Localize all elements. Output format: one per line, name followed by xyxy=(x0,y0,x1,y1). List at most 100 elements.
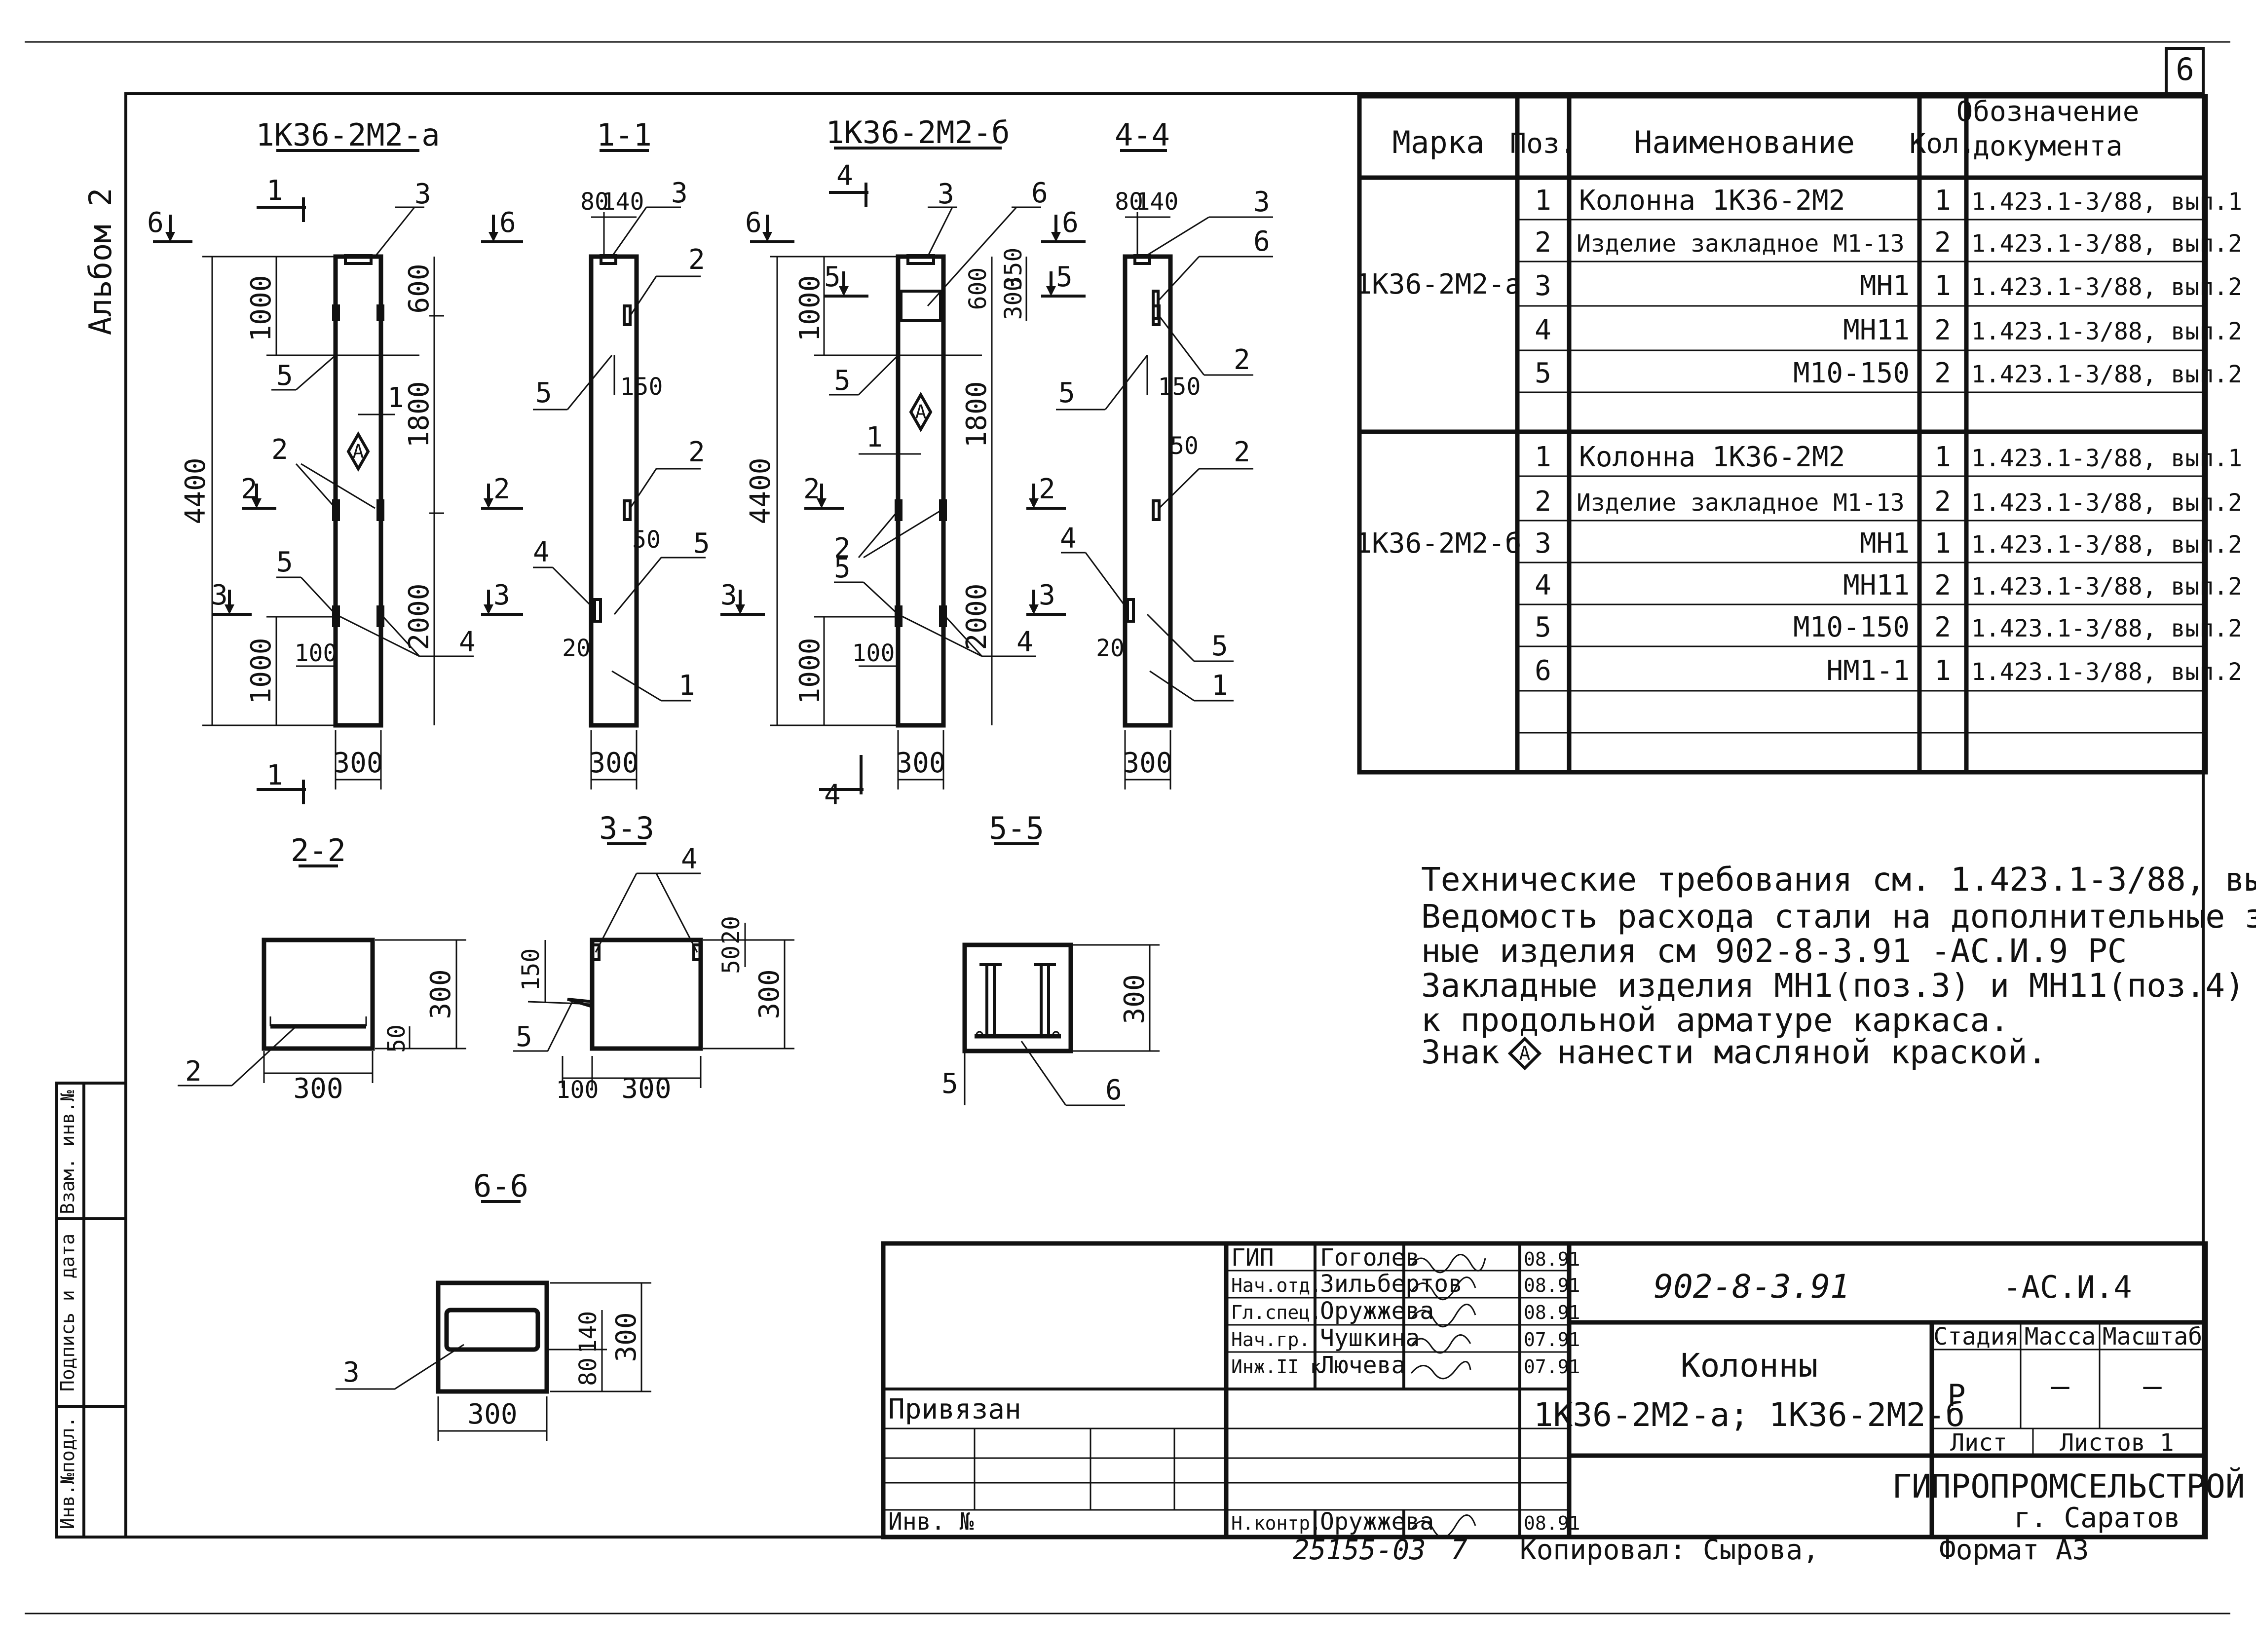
svg-text:1.423.1-3/88, вып.2: 1.423.1-3/88, вып.2 xyxy=(1971,318,2242,345)
sec-22-title: 2-2 xyxy=(291,832,346,868)
svg-text:2: 2 xyxy=(1934,569,1951,601)
svg-text:НМ1-1: НМ1-1 xyxy=(1826,655,1910,687)
svg-text:Оружжева: Оружжева xyxy=(1320,1508,1434,1536)
callout-44-2-bot: 2 xyxy=(1234,436,1250,468)
dim-b-300: 300 xyxy=(1000,277,1027,320)
sec-a-6-right: 6 xyxy=(499,207,516,239)
stamp-mass: — xyxy=(2051,1368,2069,1404)
note-1: Технические требования см. 1.423.1-3/88,… xyxy=(1421,861,2256,899)
svg-text:МН11: МН11 xyxy=(1843,569,1910,601)
callout-b-1: 1 xyxy=(866,421,883,453)
svg-text:1.423.1-3/88, вып.2: 1.423.1-3/88, вып.2 xyxy=(1971,489,2242,517)
dim-44-300: 300 xyxy=(1123,747,1172,779)
callout-b-5-bot: 5 xyxy=(834,552,851,584)
callout-11-5-bot: 5 xyxy=(693,527,710,560)
sec-b-5-left: 5 xyxy=(824,261,841,293)
svg-text:2: 2 xyxy=(1934,314,1951,346)
callout-a-3: 3 xyxy=(414,178,431,210)
dim-11-150: 150 xyxy=(620,373,663,401)
mark-b: А xyxy=(915,401,927,423)
svg-text:Нач.отд.: Нач.отд. xyxy=(1231,1275,1321,1296)
view-section-4-4: 4-4 80 140 150 50 20 300 3 6 2 5 2 5 4 1 xyxy=(1056,117,1273,789)
dim-22-300-h: 300 xyxy=(425,969,457,1019)
stamp-title: Колонны xyxy=(1681,1347,1818,1385)
spec-row-b2: 2 Изделие закладное М1-13 2 1.423.1-3/88… xyxy=(1535,486,2242,518)
svg-text:1.423.1-3/88, вып.2: 1.423.1-3/88, вып.2 xyxy=(1971,531,2242,559)
view-b-title: 1К36-2М2-б xyxy=(826,114,1010,150)
svg-text:1: 1 xyxy=(1535,185,1551,217)
side-inv-podl: Инв.№подл. xyxy=(57,1417,78,1530)
callout-44-3: 3 xyxy=(1253,186,1270,218)
svg-text:2: 2 xyxy=(1535,226,1551,259)
callout-33-4: 4 xyxy=(681,843,698,875)
dim-b-100: 100 xyxy=(852,639,895,667)
stamp-subtitle: 1К36-2М2-а; 1К36-2М2-б xyxy=(1534,1396,1965,1434)
callout-a-4: 4 xyxy=(459,626,476,658)
svg-text:3: 3 xyxy=(1535,270,1551,302)
callout-55-6: 6 xyxy=(1105,1074,1122,1106)
spec-row-a2: 2 Изделие закладное М1-13 2 1.423.1-3/88… xyxy=(1535,226,2242,259)
stamp-role-1: Нач.отд. Зильбертов 08.91 xyxy=(1231,1270,1580,1298)
dim-b-1800: 1800 xyxy=(961,381,993,448)
side-podpis: Подпись и дата xyxy=(57,1234,78,1391)
callout-44-5-top: 5 xyxy=(1058,377,1075,409)
side-vzam: Взам. инв.№ xyxy=(57,1090,78,1214)
stamp-nkontr: Н.контр. Оружжева 08.91 xyxy=(1231,1508,1580,1536)
technical-notes: Технические требования см. 1.423.1-3/88,… xyxy=(1421,861,2256,1071)
svg-text:5: 5 xyxy=(1535,357,1551,389)
dim-22-300-w: 300 xyxy=(293,1073,343,1105)
svg-text:МН1: МН1 xyxy=(1860,527,1910,560)
sec-b-3-left: 3 xyxy=(720,579,737,611)
sec-b-5-right: 5 xyxy=(1056,261,1073,293)
sec-b-2-left: 2 xyxy=(803,473,820,505)
dim-b-1000-top: 1000 xyxy=(794,275,826,342)
spec-row-b1: 1 Колонна 1К36-2М2 1 1.423.1-3/88, вып.1 xyxy=(1535,441,2242,473)
spec-h-marka: Марка xyxy=(1392,124,1485,160)
callout-11-4: 4 xyxy=(533,536,550,568)
sec-b-3-right: 3 xyxy=(1039,579,1055,611)
svg-text:1: 1 xyxy=(1535,441,1551,473)
svg-text:Нач.гр.: Нач.гр. xyxy=(1231,1329,1310,1351)
dim-b-350: 350 xyxy=(1000,248,1027,291)
dim-44-150: 150 xyxy=(1158,373,1201,401)
sheet-number-box xyxy=(2165,47,2205,95)
dim-a-1000-top: 1000 xyxy=(245,275,277,342)
dim-b-2000: 2000 xyxy=(961,584,993,650)
sec-b-2-right: 2 xyxy=(1039,473,1055,505)
dim-11-140: 140 xyxy=(602,188,644,216)
svg-text:2: 2 xyxy=(1934,357,1951,389)
note-5: к продольной арматуре каркаса. xyxy=(1421,1001,2009,1039)
sec-a-3-right: 3 xyxy=(493,579,510,611)
dim-a-4400: 4400 xyxy=(180,458,212,525)
stamp-org: ГИПРОПРОМСЕЛЬСТРОЙ xyxy=(1892,1467,2245,1505)
view-section-1-1: 1-1 80 140 150 50 20 300 3 2 5 2 5 4 1 xyxy=(533,117,710,789)
note-6b: нанести масляной краской. xyxy=(1557,1033,2047,1071)
svg-text:07.91: 07.91 xyxy=(1524,1329,1580,1351)
svg-text:1: 1 xyxy=(1934,527,1951,560)
spec-row-a5: 5 М10-150 2 1.423.1-3/88, вып.2 xyxy=(1535,357,2242,389)
spec-row-a4: 4 МН11 2 1.423.1-3/88, вып.2 xyxy=(1535,314,2242,346)
svg-text:2: 2 xyxy=(1535,486,1551,518)
stamp-inv-no: Инв. № xyxy=(888,1508,974,1536)
sec-33-title: 3-3 xyxy=(599,810,654,846)
callout-a-2: 2 xyxy=(271,434,288,466)
stamp-role-0: ГИП Гоголев 08.91 xyxy=(1231,1244,1580,1272)
view-column-b: 1К36-2М2-б 4400 1000 1000 600 1800 2000 … xyxy=(720,114,1086,811)
view-44-title: 4-4 xyxy=(1115,117,1170,153)
stamp-list-h: Лист xyxy=(1950,1429,2007,1457)
callout-a-5-bot: 5 xyxy=(276,546,293,578)
signatures xyxy=(1410,1254,1486,1539)
dim-55-300: 300 xyxy=(1119,974,1151,1024)
format-label: Формат А3 xyxy=(1939,1534,2089,1566)
svg-text:1: 1 xyxy=(1934,655,1951,687)
svg-text:Изделие закладное М1-13: Изделие закладное М1-13 xyxy=(1577,489,1905,517)
dim-b-600: 600 xyxy=(964,267,992,310)
svg-text:МН1: МН1 xyxy=(1860,270,1910,302)
callout-22-2: 2 xyxy=(185,1055,202,1088)
svg-text:1.423.1-3/88, вып.2: 1.423.1-3/88, вып.2 xyxy=(1971,573,2242,601)
svg-text:1.423.1-3/88, вып.2: 1.423.1-3/88, вып.2 xyxy=(1971,230,2242,258)
note-3: ные изделия см 902-8-3.91 -АС.И.9 РС xyxy=(1421,932,2127,970)
svg-text:МН11: МН11 xyxy=(1843,314,1910,346)
view-a-title: 1К36-2М2-а xyxy=(256,117,440,153)
